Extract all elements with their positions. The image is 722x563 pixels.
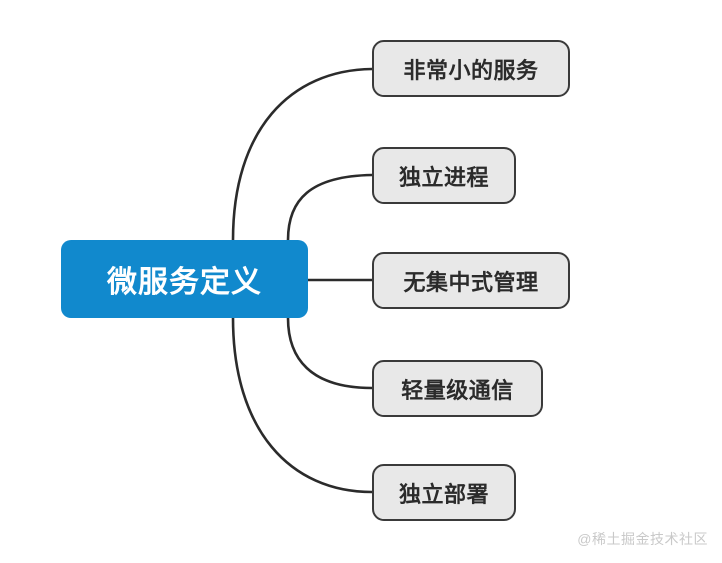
branch-node-1-label: 非常小的服务 [403, 57, 539, 83]
connector-to-branch-2 [286, 173, 374, 242]
connector-to-branch-5 [231, 316, 374, 494]
watermark-text: @稀土掘金技术社区 [577, 531, 708, 547]
branch-node-1[interactable]: 非常小的服务 [372, 40, 570, 97]
branch-node-2-label: 独立进程 [398, 164, 489, 190]
branch-node-3-label: 无集中式管理 [403, 269, 539, 295]
root-node-label: 微服务定义 [107, 266, 262, 299]
root-node[interactable]: 微服务定义 [61, 240, 308, 318]
branch-node-4[interactable]: 轻量级通信 [372, 360, 543, 417]
branch-node-3[interactable]: 无集中式管理 [372, 252, 570, 309]
connector-to-branch-4 [286, 316, 374, 390]
branch-node-2[interactable]: 独立进程 [372, 147, 516, 204]
branch-node-5[interactable]: 独立部署 [372, 464, 516, 521]
branch-node-5-label: 独立部署 [398, 481, 489, 507]
branch-node-4-label: 轻量级通信 [401, 377, 514, 403]
connector-to-branch-1 [231, 67, 374, 242]
